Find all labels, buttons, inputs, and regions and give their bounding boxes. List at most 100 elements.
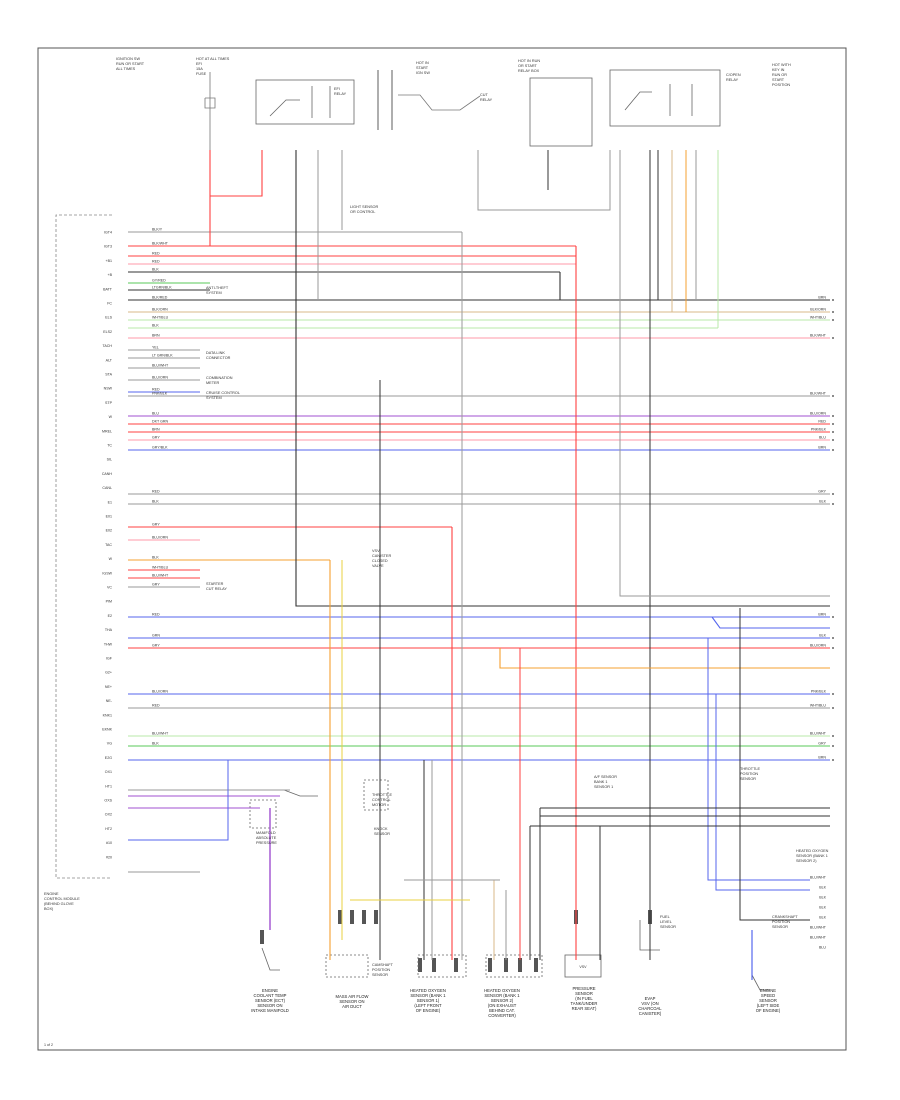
ecm-pin-label: G2+ (105, 671, 112, 675)
note-hot-run-start-line: RELAY BOX (518, 69, 540, 73)
note-left-top-line: RUN OR START (116, 62, 145, 66)
connector-7 (454, 958, 458, 972)
wire-label-right: BLU/ORN (810, 644, 826, 648)
ecm-pin-label: TC (107, 444, 112, 448)
terminal-dot-12 (832, 616, 834, 618)
blue-right-drop (707, 638, 810, 881)
note-cruise-line: SYSTEM (206, 396, 222, 400)
bottom-caption-4-line: PRESSURE (572, 986, 595, 991)
terminal-dot-15 (832, 693, 834, 695)
note-pressure-line: ABSOLUTE (256, 836, 277, 840)
ecm-pin-label: NE- (106, 699, 113, 703)
wire-label-right: BLU/WHT (810, 876, 827, 880)
note-right-top-line: POSITION (772, 83, 790, 87)
note-data-link-line: DATA LINK (206, 351, 225, 355)
ecm-pin-label: ALT (106, 358, 113, 362)
terminal-dot-14 (832, 647, 834, 649)
switch-loop (477, 150, 611, 211)
bottom-caption-0-line: ENGINE (262, 988, 278, 993)
relay-box-left (529, 77, 593, 147)
note-light-sensor-line: OR CONTROL (350, 210, 375, 214)
note-throttle-left-line: THROTTLE (372, 793, 393, 797)
terminal-dot-11 (832, 503, 834, 505)
note-hot-in-start-line: HOT IN (416, 61, 429, 65)
ecm-pin-label: OX2 (105, 813, 112, 817)
wire-label-left: GRY (152, 644, 160, 648)
fuse-red-loop (210, 150, 263, 197)
note-throttle-line: SENSOR (740, 777, 756, 781)
terminal-dot-10 (832, 493, 834, 495)
note-efi-relay-line: EFI (334, 87, 340, 91)
bottom-caption-0-line: INTAKE MANIFOLD (251, 1008, 289, 1013)
terminal-dot-1 (832, 311, 834, 313)
vsv-box (564, 954, 602, 978)
note-anti-theft-line: SYSTEM (206, 291, 222, 295)
connector-4 (374, 910, 378, 924)
note-right-top-line: KEY IN (772, 68, 785, 72)
ecm-pin-label: IGF (106, 657, 113, 661)
terminal-dot-9 (832, 449, 834, 451)
ecm-pin-label: TAC (105, 543, 112, 547)
bottom-caption-6-line: (LEFT SIDE (757, 1003, 780, 1008)
bottom-caption-1-line: MASS AIR FLOW (335, 994, 368, 999)
note-fuel-level-line: LEVEL (660, 920, 672, 924)
ecm-pin-label: VG (107, 742, 112, 746)
ecm-boundary (55, 214, 112, 879)
wire-label-right: GRY (818, 742, 826, 746)
connector-9 (504, 958, 508, 972)
note-throttle-left-line: MOTOR (372, 803, 386, 807)
ecm-pin-label: E1 (108, 500, 112, 504)
ecm-pin-label: VC (107, 586, 112, 590)
sensor-box-2 (417, 954, 467, 978)
wire-label-left: BLU/WHT (152, 574, 169, 578)
throttle-motor-box (363, 779, 389, 811)
bottom-caption-3-line: (ON EXHAUST (488, 1003, 517, 1008)
wire-traces (128, 150, 834, 980)
terminal-dot-3 (832, 337, 834, 339)
wire-label-left: GRY (152, 523, 160, 527)
ecm-pin-label: OXS (104, 799, 112, 803)
bottom-caption-5-line: VSV (ON (641, 1001, 658, 1006)
terminal-dot-4 (832, 395, 834, 397)
wire-label-right: BLK (819, 906, 826, 910)
ecm-pin-label: NSW (104, 387, 113, 391)
note-starter-line: CUT RELAY (206, 587, 227, 591)
efi-relay-contact (269, 99, 300, 117)
note-open-relay-line: RELAY (726, 78, 739, 82)
wire-label-left: LTGRN/BLK (152, 286, 172, 290)
wire-label-right: WHT/BLU (810, 704, 827, 708)
blue-jog (711, 616, 830, 629)
wire-label-left: GRY (152, 583, 160, 587)
connector-1 (338, 910, 342, 924)
wire-label-right: PNK/BLK (811, 428, 827, 432)
note-bank-line: SENSOR 1 (594, 785, 613, 789)
note-throttle-line: POSITION (740, 772, 758, 776)
note-crank-line: POSITION (772, 920, 790, 924)
ecm-pin-label: E02 (106, 529, 112, 533)
note-combination-meter-line: COMBINATION (206, 376, 233, 380)
ecm-pin-label: OX1 (105, 770, 112, 774)
note-starter-line: STARTER (206, 582, 224, 586)
wire-label-right: BLK (819, 916, 826, 920)
bottom-caption-3-line: HEATED OXYGEN (484, 988, 520, 993)
ecm-pin-label: IGT4 (104, 231, 112, 235)
bottom-caption-3-line: SENSOR 2) (491, 998, 514, 1003)
connector-0 (260, 930, 264, 944)
wire-label-right: WHT/BLU (810, 316, 827, 320)
ecm-pin-label: E2G (105, 756, 112, 760)
wire-label-right: BLU/WHT (810, 926, 827, 930)
